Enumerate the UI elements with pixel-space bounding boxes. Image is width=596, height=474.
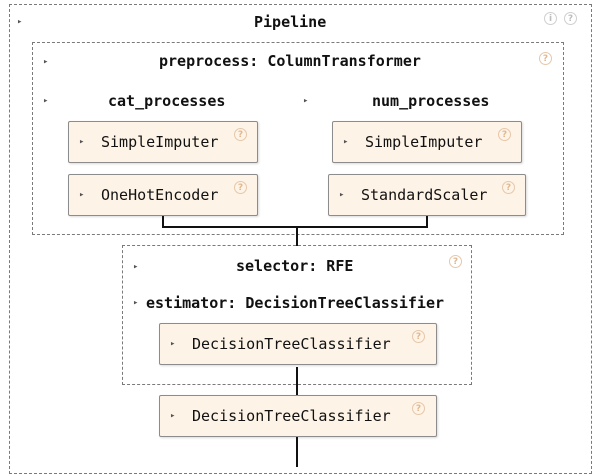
pipeline-toggle-icon[interactable]: ▸ [17,17,23,27]
step-label: DecisionTreeClassifier [192,407,391,425]
estimator-decision-tree-step[interactable]: ▸ DecisionTreeClassifier ? [159,323,437,365]
step-label: SimpleImputer [365,133,483,151]
num-connector-line [426,216,428,228]
preprocess-to-selector-line [296,226,298,246]
final-decision-tree-step[interactable]: ▸ DecisionTreeClassifier ? [159,395,437,437]
preprocess-help-icon[interactable]: ? [539,52,552,65]
expand-icon: ▸ [339,190,345,200]
info-icon[interactable]: i [544,12,557,25]
pipeline-help-icon[interactable]: ? [564,12,577,25]
selector-title: selector: RFE [236,257,354,275]
step-label: DecisionTreeClassifier [192,335,391,353]
step-label: StandardScaler [361,186,488,204]
expand-icon: ▸ [343,137,349,147]
step-label: SimpleImputer [101,133,219,151]
step-help-icon[interactable]: ? [234,128,247,141]
output-connector-line [296,437,298,467]
estimator-toggle-icon[interactable]: ▸ [133,298,139,308]
num-processes-title: num_processes [372,92,490,110]
preprocess-container [32,42,564,235]
estimator-title: estimator: DecisionTreeClassifier [146,294,445,312]
cat-connector-line [162,216,164,228]
cat-processes-title: cat_processes [108,92,226,110]
expand-icon: ▸ [170,411,176,421]
pipeline-title: Pipeline [254,13,327,31]
step-help-icon[interactable]: ? [502,181,515,194]
preprocess-toggle-icon[interactable]: ▸ [43,57,49,67]
expand-icon: ▸ [79,137,85,147]
cat-simple-imputer-step[interactable]: ▸ SimpleImputer ? [68,121,258,163]
step-help-icon[interactable]: ? [234,181,247,194]
expand-icon: ▸ [79,190,85,200]
selector-toggle-icon[interactable]: ▸ [133,262,139,272]
selector-to-classifier-line [296,367,298,395]
expand-icon: ▸ [170,339,176,349]
step-help-icon[interactable]: ? [498,128,511,141]
preprocess-title: preprocess: ColumnTransformer [159,52,421,70]
num-simple-imputer-step[interactable]: ▸ SimpleImputer ? [332,121,522,163]
standard-scaler-step[interactable]: ▸ StandardScaler ? [328,174,526,216]
step-help-icon[interactable]: ? [412,402,425,415]
num-processes-toggle-icon[interactable]: ▸ [303,96,309,106]
cat-processes-toggle-icon[interactable]: ▸ [43,96,49,106]
step-label: OneHotEncoder [101,186,219,204]
merge-connector-line [162,226,428,228]
step-help-icon[interactable]: ? [412,330,425,343]
one-hot-encoder-step[interactable]: ▸ OneHotEncoder ? [68,174,258,216]
selector-help-icon[interactable]: ? [449,255,462,268]
